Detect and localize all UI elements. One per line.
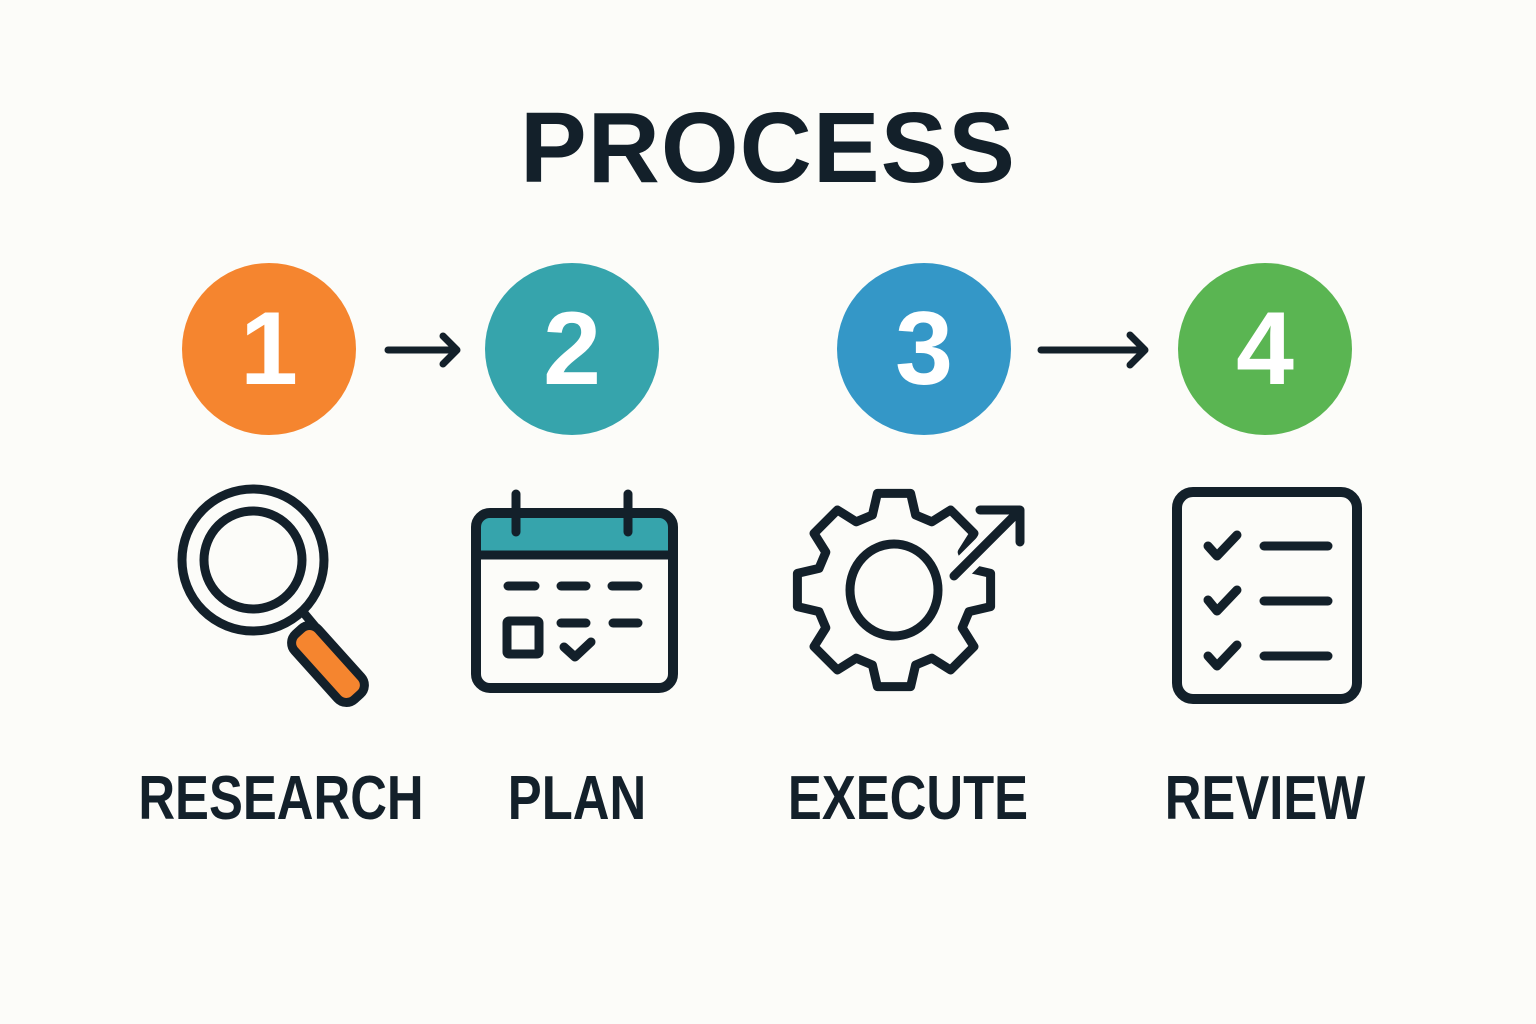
arrow-3-to-4-icon bbox=[1037, 331, 1149, 369]
step-2-number: 2 bbox=[543, 291, 601, 407]
magnifying-glass-icon bbox=[177, 484, 369, 707]
step-1-number: 1 bbox=[240, 291, 298, 407]
step-3-label: EXECUTE bbox=[787, 764, 1029, 833]
step-1-circle: 1 bbox=[182, 263, 356, 435]
step-3-number: 3 bbox=[895, 291, 953, 407]
step-2-circle: 2 bbox=[485, 263, 659, 435]
step-3-circle: 3 bbox=[837, 263, 1011, 435]
step-4-label: REVIEW bbox=[1164, 764, 1366, 833]
checklist-icon bbox=[1172, 487, 1362, 704]
step-4-circle: 4 bbox=[1178, 263, 1352, 435]
gear-arrow-icon bbox=[792, 488, 1029, 692]
calendar-icon bbox=[471, 489, 678, 693]
diagram-title: PROCESS bbox=[519, 92, 1016, 204]
arrow-1-to-2-icon bbox=[384, 332, 461, 368]
step-2-label: PLAN bbox=[507, 764, 647, 833]
step-4-number: 4 bbox=[1236, 291, 1294, 407]
step-1-label: RESEARCH bbox=[138, 764, 424, 833]
